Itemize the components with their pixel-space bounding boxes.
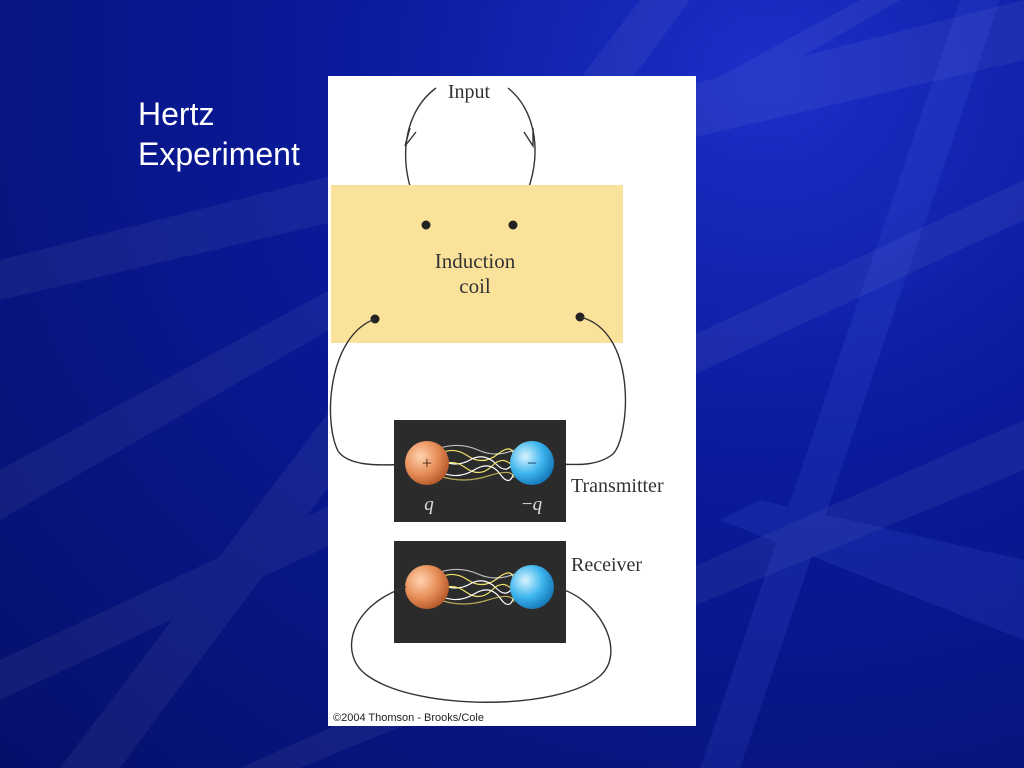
receiver-spark: [439, 568, 515, 606]
transmitter-label: Transmitter: [571, 475, 664, 497]
transmitter-spark: [439, 444, 515, 482]
induction-coil-box: [331, 185, 623, 343]
transmitter-sphere-positive: [405, 441, 449, 485]
coil-label-line-1: Induction: [435, 249, 516, 273]
charge-negative-variable: q: [533, 494, 543, 515]
charge-negative-label: −q: [522, 494, 543, 515]
coil-terminal-input-right: [508, 220, 518, 230]
input-arrow-left-head: [404, 127, 417, 147]
input-arrow-right-head: [523, 128, 534, 149]
receiver-label: Receiver: [571, 554, 642, 576]
copyright-text: ©2004 Thomson - Brooks/Cole: [333, 712, 484, 724]
slide-title-line-1: Hertz: [138, 96, 215, 132]
charge-negative-sign: −: [522, 494, 533, 515]
slide-title-line-2: Experiment: [138, 136, 300, 172]
transmitter-wire-right: [557, 316, 627, 466]
transmitter-wire-left: [329, 318, 409, 466]
charge-positive-label: q: [424, 494, 434, 515]
receiver-loop-wire: [350, 586, 612, 703]
hertz-diagram: Input Induction coil + − q −q Tr: [328, 76, 696, 726]
transmitter-sphere-negative: [510, 441, 554, 485]
coil-terminal-input-left: [421, 220, 431, 230]
positive-sign: +: [422, 453, 432, 473]
receiver-sphere-right: [510, 565, 554, 609]
coil-label-line-2: coil: [459, 274, 491, 298]
slide-title: Hertz Experiment: [138, 94, 300, 174]
input-label: Input: [448, 81, 491, 103]
receiver-sphere-left: [405, 565, 449, 609]
negative-sign: −: [527, 453, 537, 473]
